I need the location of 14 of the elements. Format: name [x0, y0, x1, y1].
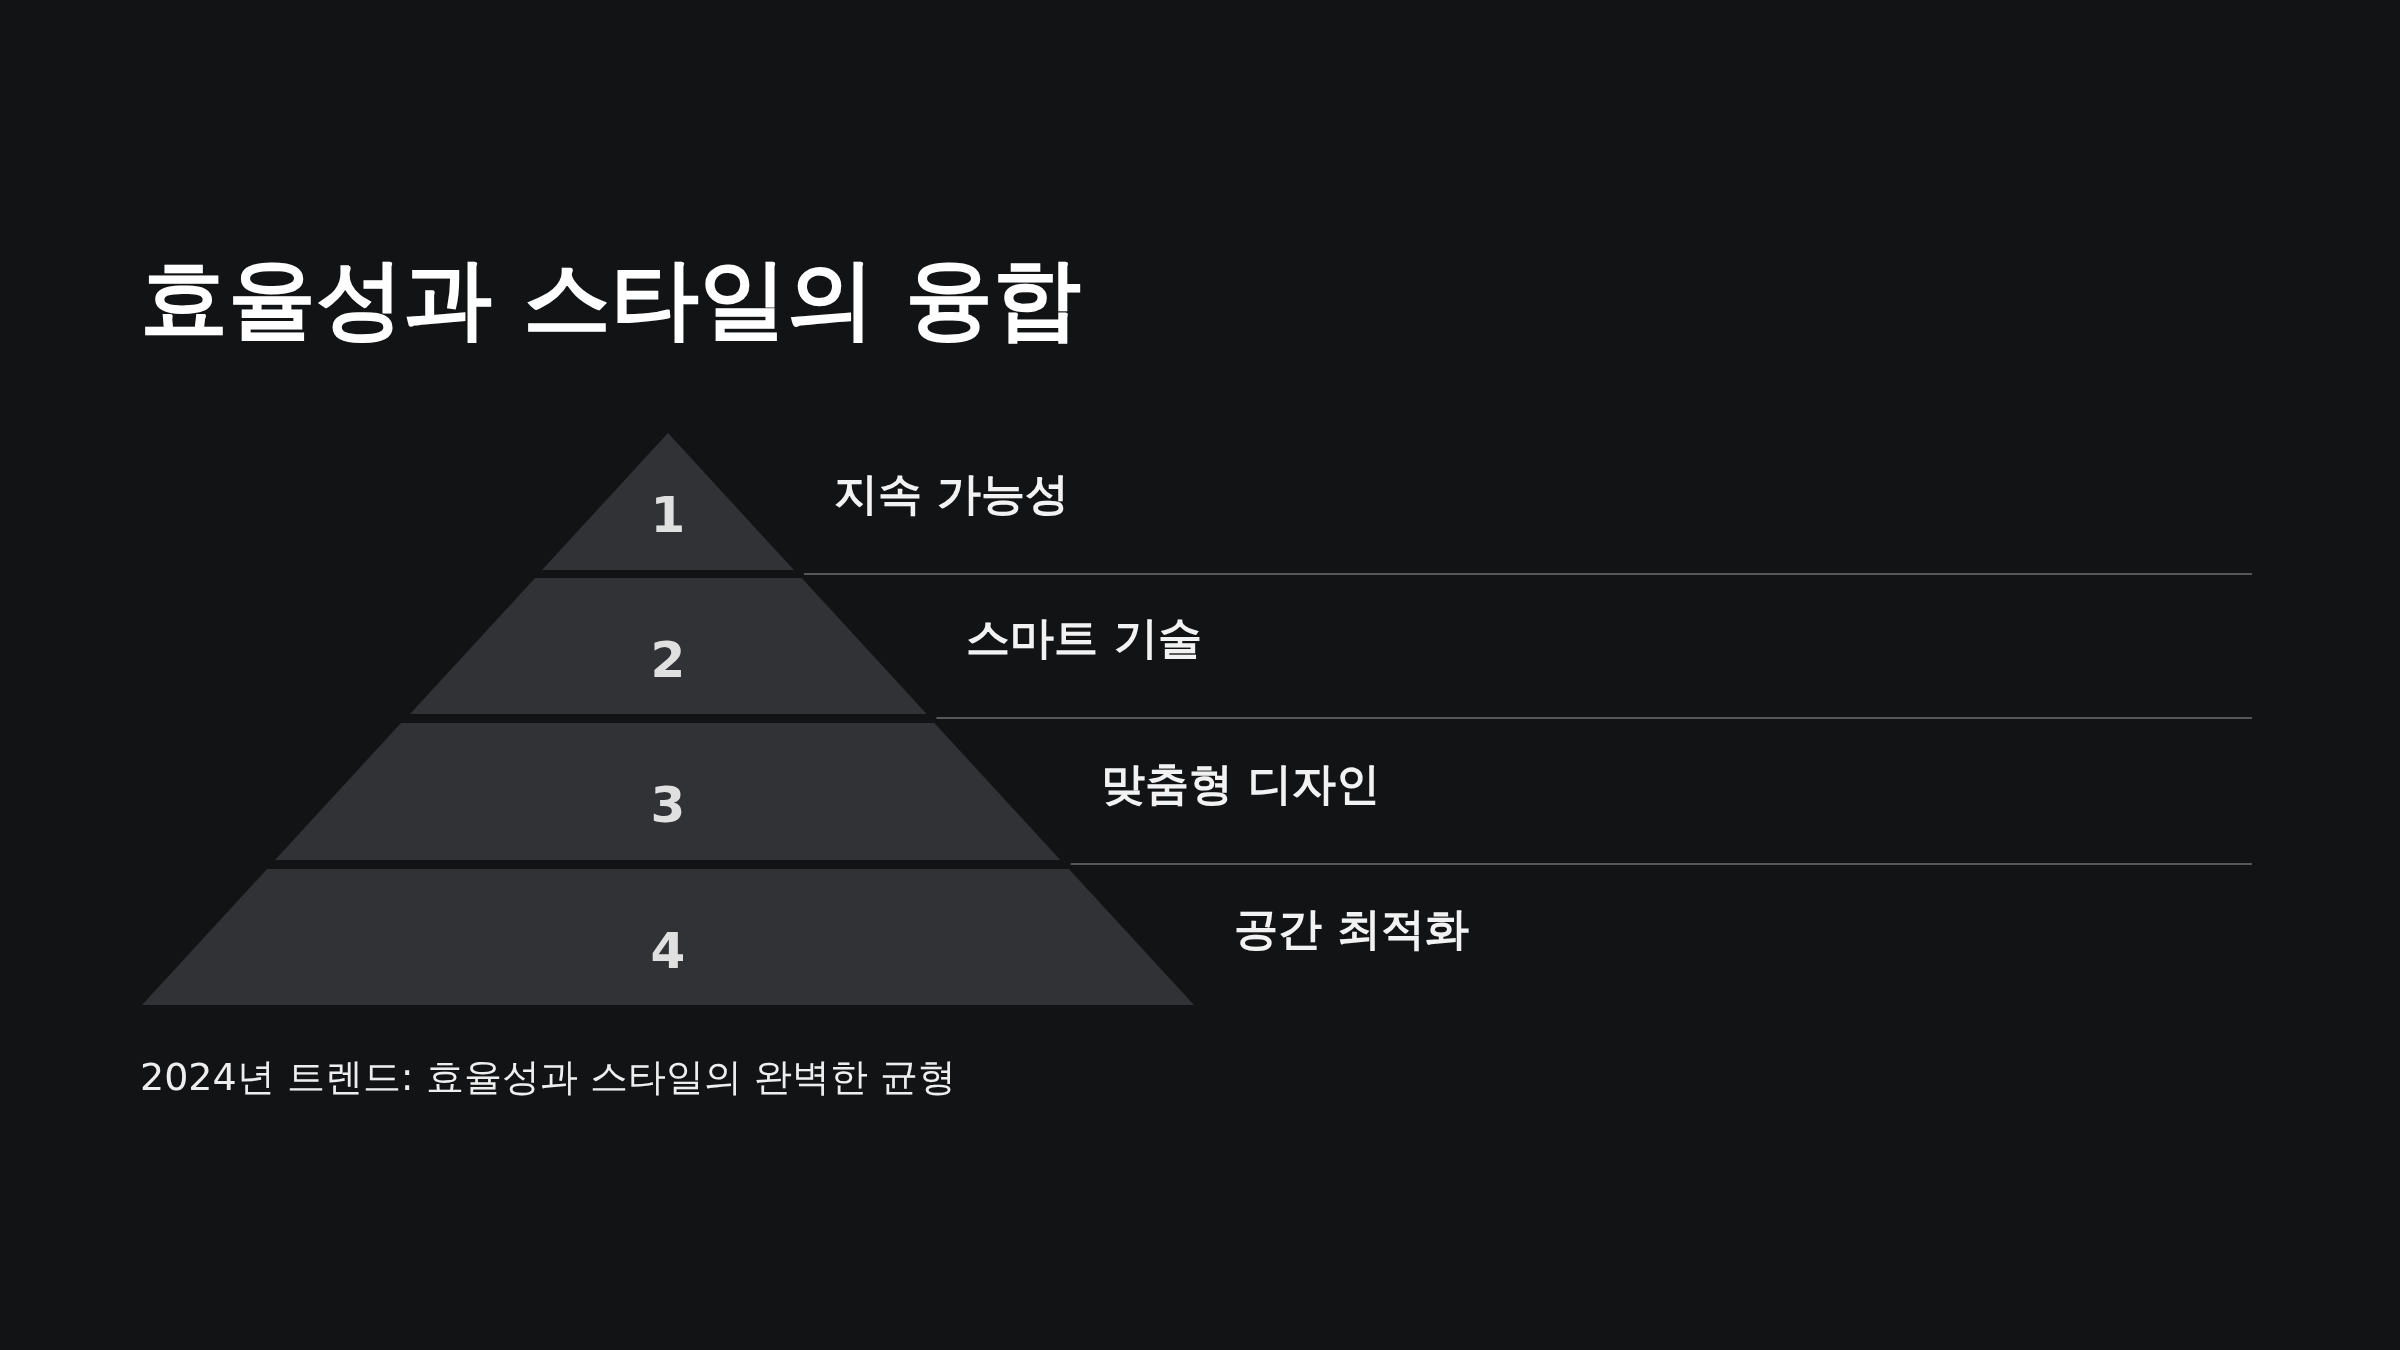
tier-label: 공간 최적화: [1234, 901, 1470, 956]
tier-number: 2: [650, 630, 686, 689]
pyramid-tier: [409, 578, 927, 714]
tier-label: 스마트 기술: [966, 610, 1202, 665]
tier-label: 지속 가능성: [833, 466, 1070, 520]
tier-number: 1: [650, 486, 686, 545]
tier-label: 맞춤형 디자인: [1100, 756, 1380, 810]
tier-number: 4: [650, 921, 686, 980]
pyramid-tier: [275, 723, 1061, 860]
caption-text: 2024년 트렌드: 효율성과 스타일의 완벽한 균형: [140, 1054, 956, 1101]
pyramid-tier: [542, 433, 794, 570]
slide-title: 효율성과 스타일의 융합: [140, 246, 1082, 352]
pyramid-tier: [142, 869, 1194, 1005]
tier-number: 3: [650, 776, 686, 835]
